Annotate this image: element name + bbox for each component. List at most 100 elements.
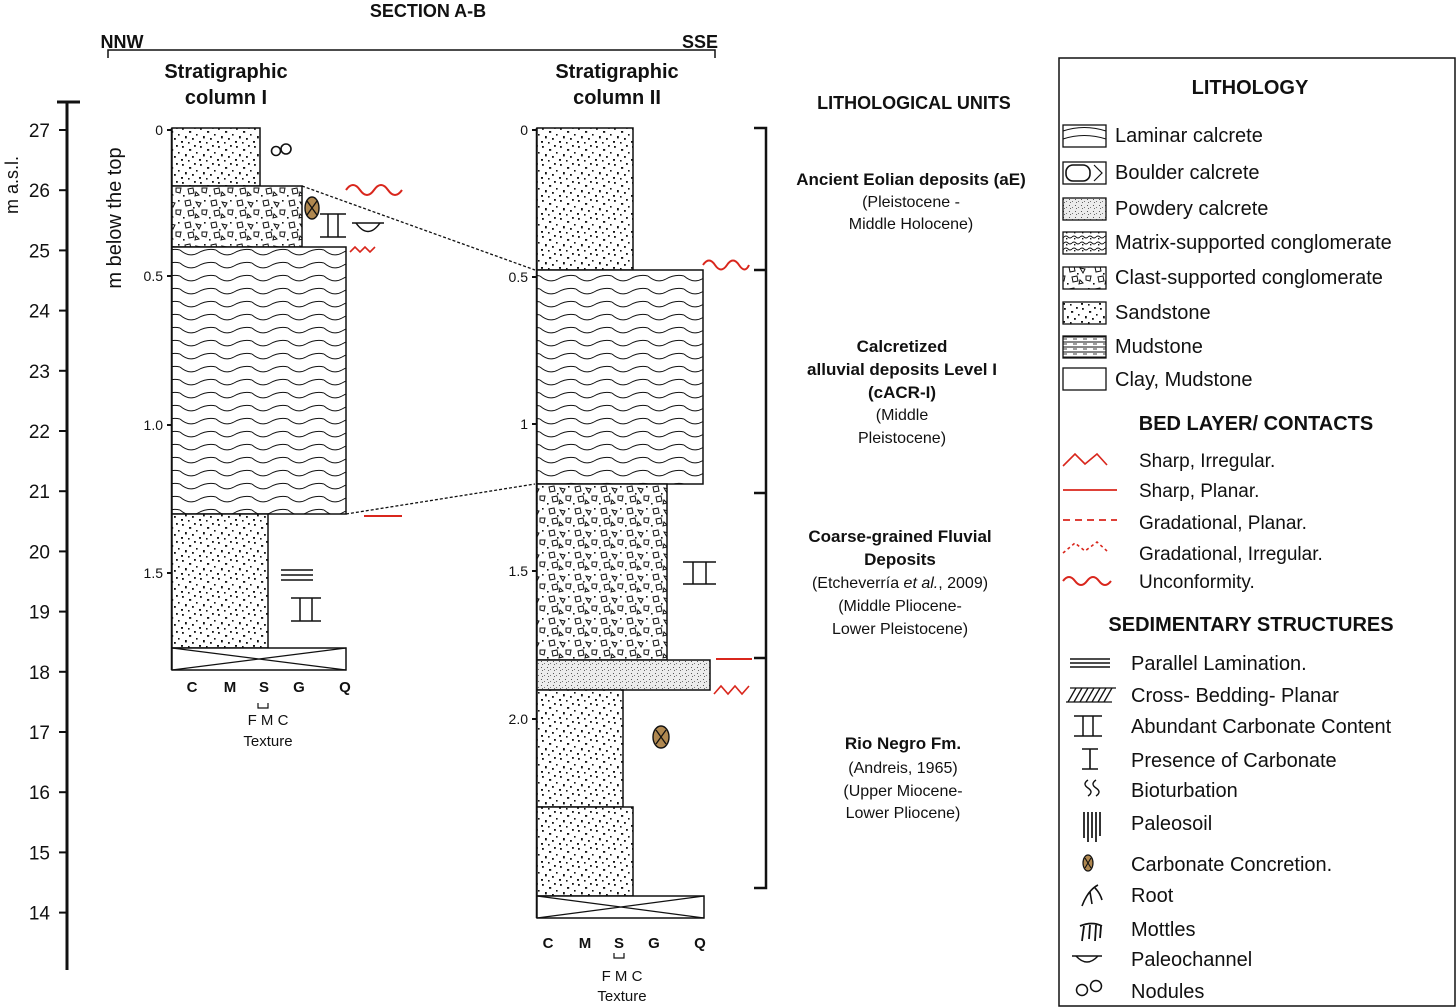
legend-lithology-label: Matrix-supported conglomerate — [1115, 232, 1392, 254]
col2-title-line1: Stratigraphic — [555, 61, 678, 83]
masl-tick-label: 14 — [29, 904, 51, 925]
masl-tick-label: 21 — [29, 482, 50, 503]
unit-1-age-line2: Middle Holocene) — [849, 216, 974, 233]
masl-tick-label: 22 — [29, 422, 50, 443]
masl-axis-label: m a.s.l. — [2, 156, 22, 214]
col2-bed-sandstone-top — [536, 127, 634, 271]
unconformity-mark — [345, 184, 403, 196]
col1-bed-conglomerate — [171, 185, 303, 248]
laminar-calcrete-swatch — [1062, 124, 1107, 148]
col1-depth-tick-label: 1.5 — [144, 565, 164, 581]
legend-lithology-label: Clast-supported conglomerate — [1115, 267, 1383, 289]
sharp-irregular-symbol — [1062, 452, 1108, 467]
boulder-calcrete-swatch — [1062, 161, 1107, 185]
col2-grain-label: C — [543, 935, 554, 952]
col2-depth-tick-label: 1 — [520, 416, 528, 432]
legend-structure-label: Root — [1131, 885, 1174, 907]
legend-structures-title: SEDIMENTARY STRUCTURES — [1108, 614, 1393, 636]
depth-axis-label: m below the top — [104, 147, 126, 288]
masl-tick-label: 19 — [29, 603, 50, 624]
legend-lithology-label: Mudstone — [1115, 336, 1203, 358]
legend-structure-label: Parallel Lamination. — [1131, 653, 1307, 675]
section-bracket — [107, 49, 716, 58]
correlation-line-top — [301, 185, 536, 271]
unit-3-age-line2: Lower Pleistocene) — [832, 621, 968, 638]
masl-tick-label: 26 — [29, 181, 50, 202]
col1-title-line1: Stratigraphic — [164, 61, 287, 83]
units-bracket — [754, 126, 768, 890]
col1-grain-label: M — [224, 679, 237, 696]
col2-depth-ticks: 00.511.52.0 — [509, 122, 537, 727]
col1-sub-axis: F M C — [248, 712, 289, 729]
col2-texture-label: Texture — [597, 988, 646, 1005]
section-right-label: SSE — [682, 32, 718, 52]
unconformity-symbol — [1062, 576, 1112, 586]
matrix-supported-conglomerate-swatch — [1062, 231, 1107, 255]
col2-bed-sandstone-bottom — [536, 806, 634, 897]
col1-depth-tick-label: 0 — [155, 122, 163, 138]
unconformity-mark — [702, 259, 750, 271]
col2-grain-label: S — [614, 935, 624, 952]
col1-texture-label: Texture — [243, 733, 292, 750]
col1-grain-label: G — [293, 679, 305, 696]
paleochannel-icon — [352, 222, 384, 233]
paleochannel-icon — [1072, 955, 1102, 963]
col2-grain-label: M — [579, 935, 592, 952]
legend-contact-label: Sharp, Planar. — [1139, 481, 1259, 502]
col2-bed-sandstone-mid — [536, 689, 624, 808]
col1-grain-label: Q — [339, 679, 351, 696]
cross-bedding-planar-icon — [1066, 687, 1116, 703]
legend-contact-label: Sharp, Irregular. — [1139, 451, 1275, 472]
masl-tick-label: 17 — [29, 723, 50, 744]
lithological-units-title: LITHOLOGICAL UNITS — [817, 93, 1011, 113]
section-left-label: NNW — [101, 32, 144, 52]
legend-structure-label: Mottles — [1131, 919, 1195, 941]
legend-lithology-label: Laminar calcrete — [1115, 125, 1263, 147]
col2-grain-label: G — [648, 935, 660, 952]
col2-depth-tick-label: 1.5 — [509, 563, 529, 579]
col1-bed-sandstone-top — [171, 127, 261, 187]
unit-2-name-line2: alluvial deposits Level I — [807, 360, 997, 379]
unit-4-age-line2: Lower Pliocene) — [846, 805, 961, 822]
legend-contact-label: Unconformity. — [1139, 572, 1255, 593]
unit-3-name-line2: Deposits — [864, 550, 936, 569]
clay-mudstone-swatch — [1062, 367, 1107, 391]
legend-structure-label: Bioturbation — [1131, 780, 1238, 802]
col1-depth-tick-label: 1.0 — [144, 417, 164, 433]
legend-lithology-label: Sandstone — [1115, 302, 1211, 324]
powdery-calcrete-swatch — [1062, 197, 1107, 221]
unit-3-name-line1: Coarse-grained Fluvial — [808, 527, 991, 546]
abundant-carbonate-icon — [1074, 715, 1102, 737]
col1-title-line2: column I — [185, 87, 267, 109]
carbonate-concretion-icon — [652, 725, 670, 749]
legend-structure-label: Presence of Carbonate — [1131, 750, 1337, 772]
column-2 — [535, 127, 711, 919]
parallel-lamination-icon — [1070, 658, 1110, 668]
mottles-icon — [1079, 922, 1103, 942]
col2-bed-powdery-calcrete — [536, 659, 711, 691]
legend-lithology-label: Clay, Mudstone — [1115, 369, 1252, 391]
legend-structure-label: Nodules — [1131, 981, 1204, 1003]
col1-grain-label: S — [259, 679, 269, 696]
col1-depth-tick-label: 0.5 — [144, 268, 164, 284]
correlation-line-bottom — [345, 483, 536, 515]
col1-bed-laminar-calcrete — [171, 246, 347, 515]
irregular-contact-mark — [713, 684, 750, 696]
unit-1-age-line1: (Pleistocene - — [862, 194, 960, 211]
nodules-icon — [270, 143, 292, 157]
masl-tick-label: 23 — [29, 362, 50, 383]
masl-tick-label: 27 — [29, 121, 50, 142]
unit-2-name-line1: Calcretized — [857, 337, 948, 356]
abundant-carbonate-icon — [291, 597, 321, 622]
paleosoil-icon — [1083, 812, 1101, 842]
root-icon — [1081, 884, 1103, 907]
presence-of-carbonate-icon — [1082, 748, 1098, 770]
col2-bed-laminar-calcrete — [536, 269, 704, 485]
nodules-icon — [1075, 979, 1103, 997]
column-1 — [170, 127, 347, 671]
carbonate-concretion-icon — [304, 196, 320, 220]
